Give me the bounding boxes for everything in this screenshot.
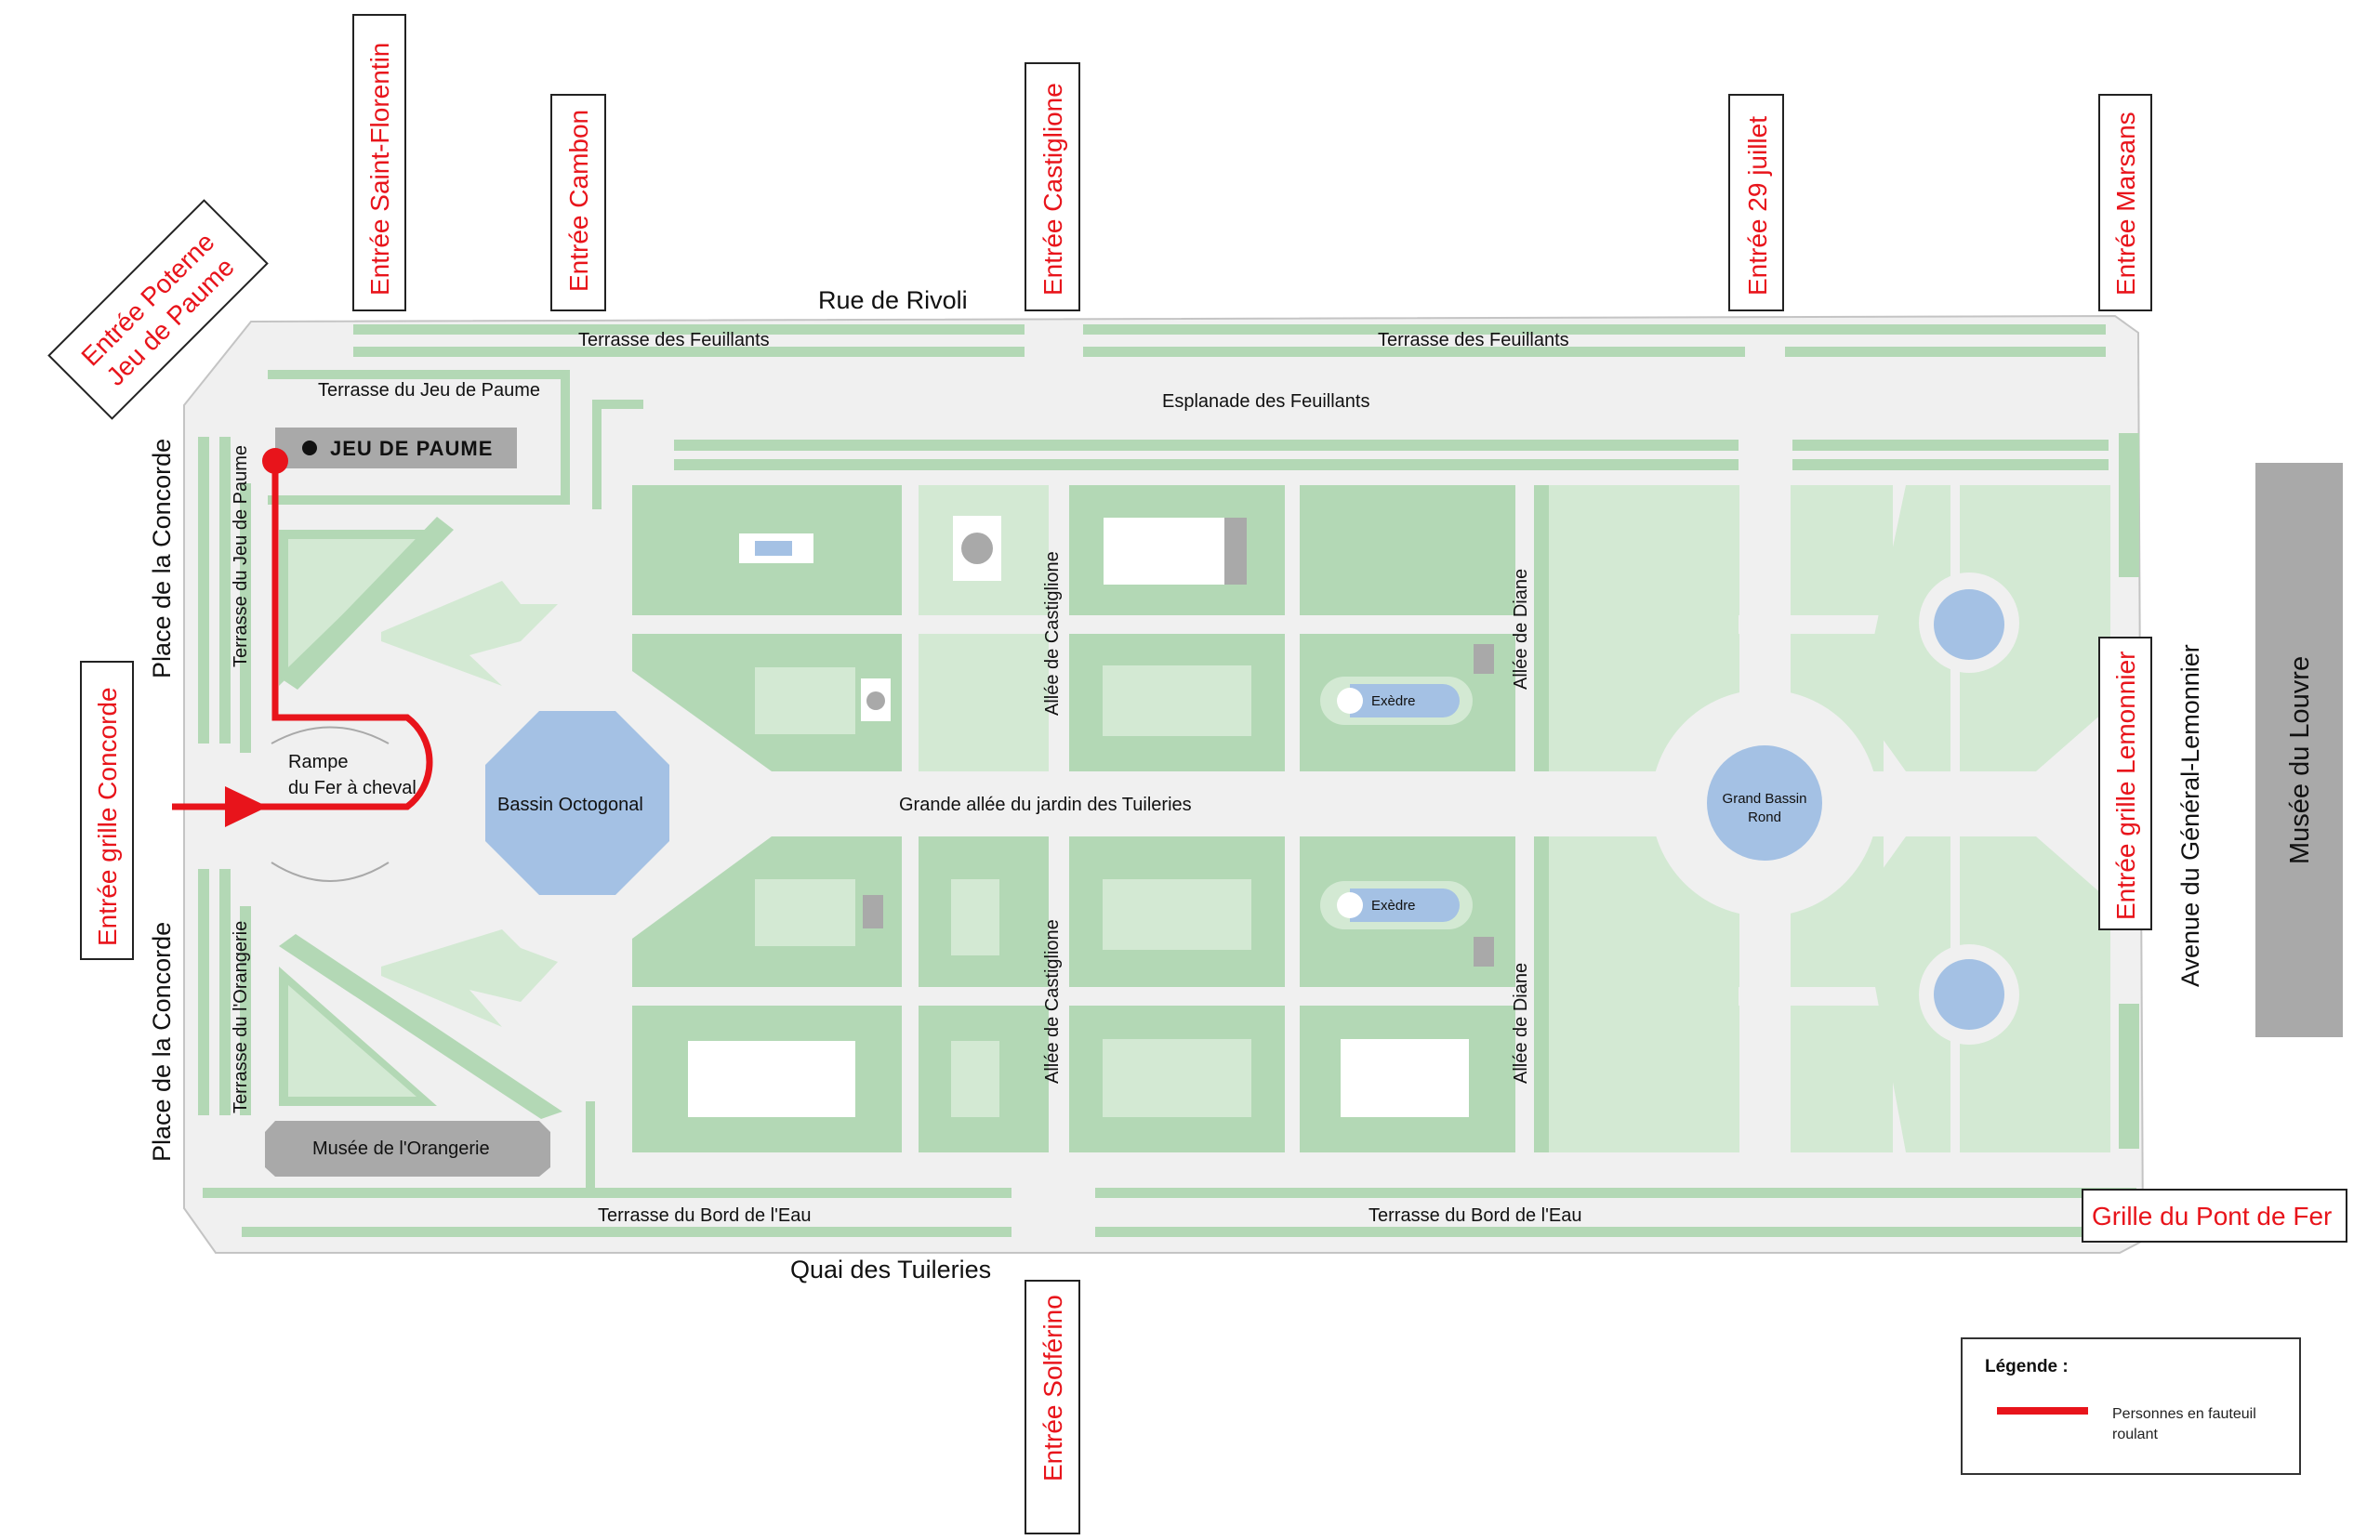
- rampe-line1: Rampe: [288, 752, 348, 772]
- esplanade-feuillants: Esplanade des Feuillants: [1162, 391, 1369, 412]
- terrasse-bord-eau-left: Terrasse du Bord de l'Eau: [598, 1205, 812, 1226]
- allee-castiglione-top: Allée de Castiglione: [1042, 551, 1063, 716]
- grand-bassin-line2: Rond: [1748, 809, 1781, 825]
- entrance-solferino[interactable]: Entrée Solférino: [1025, 1280, 1080, 1534]
- entrance-saint-florentin[interactable]: Entrée Saint-Florentin: [352, 14, 406, 311]
- jeu-de-paume-label: JEU DE PAUME: [330, 437, 493, 460]
- terrasse-jeu-de-paume-vertical: Terrasse du Jeu de Paume: [231, 445, 251, 667]
- musee-louvre-label: Musée du Louvre: [2285, 656, 2315, 864]
- grande-allee-label: Grande allée du jardin des Tuileries: [899, 795, 1192, 815]
- terrasse-jeu-de-paume: Terrasse du Jeu de Paume: [318, 380, 540, 401]
- entrance-castiglione[interactable]: Entrée Castiglione: [1025, 62, 1080, 311]
- entrance-concorde-label: Entrée grille Concorde: [93, 687, 122, 946]
- entrance-solferino-label: Entrée Solférino: [1038, 1295, 1067, 1481]
- bassin-octogonal-label: Bassin Octogonal: [497, 795, 643, 815]
- street-concorde-bottom: Place de la Concorde: [148, 922, 176, 1162]
- entrance-cambon[interactable]: Entrée Cambon: [550, 94, 606, 311]
- musee-louvre-building: [2255, 463, 2343, 1037]
- entrance-lemonnier[interactable]: Entrée grille Lemonnier: [2098, 637, 2152, 930]
- allee-castiglione-bottom: Allée de Castiglione: [1042, 919, 1063, 1084]
- musee-orangerie-building: [265, 1121, 550, 1177]
- terrasse-feuillants-left: Terrasse des Feuillants: [578, 330, 770, 350]
- entrance-lemonnier-label: Entrée grille Lemonnier: [2111, 652, 2140, 921]
- rampe-fer-a-cheval: [271, 726, 390, 882]
- exedre-bottom-label: Exèdre: [1371, 898, 1416, 914]
- entrance-29-juillet[interactable]: Entrée 29 juillet: [1728, 94, 1784, 311]
- street-lemonnier: Avenue du Général-Lemonnier: [2176, 644, 2204, 987]
- musee-orangerie-label: Musée de l'Orangerie: [312, 1139, 490, 1159]
- terrasse-bord-eau-right: Terrasse du Bord de l'Eau: [1368, 1205, 1582, 1226]
- fountain-north: [1934, 589, 2004, 660]
- entrance-pont-de-fer-label: Grille du Pont de Fer: [2092, 1202, 2332, 1231]
- entrance-cambon-label: Entrée Cambon: [564, 110, 593, 292]
- terrasse-feuillants-right: Terrasse des Feuillants: [1378, 330, 1569, 350]
- legend-item-line2: roulant: [2112, 1427, 2158, 1442]
- water: [485, 541, 2004, 1030]
- entrance-castiglione-label: Entrée Castiglione: [1038, 83, 1067, 296]
- entrance-lawns: [279, 517, 562, 1119]
- street-concorde-top: Place de la Concorde: [148, 439, 176, 678]
- allee-diane-bottom: Allée de Diane: [1511, 963, 1531, 1084]
- terrasse-jeu-de-paume-frame: [198, 370, 2139, 1192]
- legend-title: Légende :: [1985, 1357, 2069, 1376]
- legend: Légende : Personnes en fauteuil roulant: [1961, 1337, 2301, 1475]
- entrance-pont-de-fer[interactable]: Grille du Pont de Fer: [2082, 1189, 2347, 1243]
- grand-bassin-line1: Grand Bassin: [1723, 791, 1807, 807]
- entrance-saint-florentin-label: Entrée Saint-Florentin: [365, 43, 394, 296]
- fountain-south: [1934, 959, 2004, 1030]
- entrance-marsans[interactable]: Entrée Marsans: [2098, 94, 2152, 311]
- exedre-markers: [1337, 688, 1363, 918]
- terrasse-orangerie: Terrasse du l'Orangerie: [231, 921, 251, 1113]
- grand-bassin-rond: [1707, 745, 1822, 861]
- terrasse-feuillants-strips: [203, 324, 2136, 1237]
- allee-diane-top: Allée de Diane: [1511, 569, 1531, 690]
- wheelchair-route: [172, 448, 433, 827]
- bassin-octogonal: [485, 711, 669, 895]
- entrance-29-juillet-label: Entrée 29 juillet: [1743, 116, 1772, 296]
- buildings: JEU DE PAUME: [265, 428, 2343, 1177]
- exedre-top-label: Exèdre: [1371, 693, 1416, 709]
- entrance-marsans-label: Entrée Marsans: [2111, 112, 2140, 296]
- legend-item-line1: Personnes en fauteuil: [2112, 1406, 2256, 1422]
- rampe-line2: du Fer à cheval: [288, 778, 416, 798]
- street-quai: Quai des Tuileries: [790, 1256, 991, 1283]
- entrance-concorde[interactable]: Entrée grille Concorde: [80, 661, 134, 960]
- features: [688, 516, 1494, 1117]
- street-rivoli: Rue de Rivoli: [818, 286, 968, 314]
